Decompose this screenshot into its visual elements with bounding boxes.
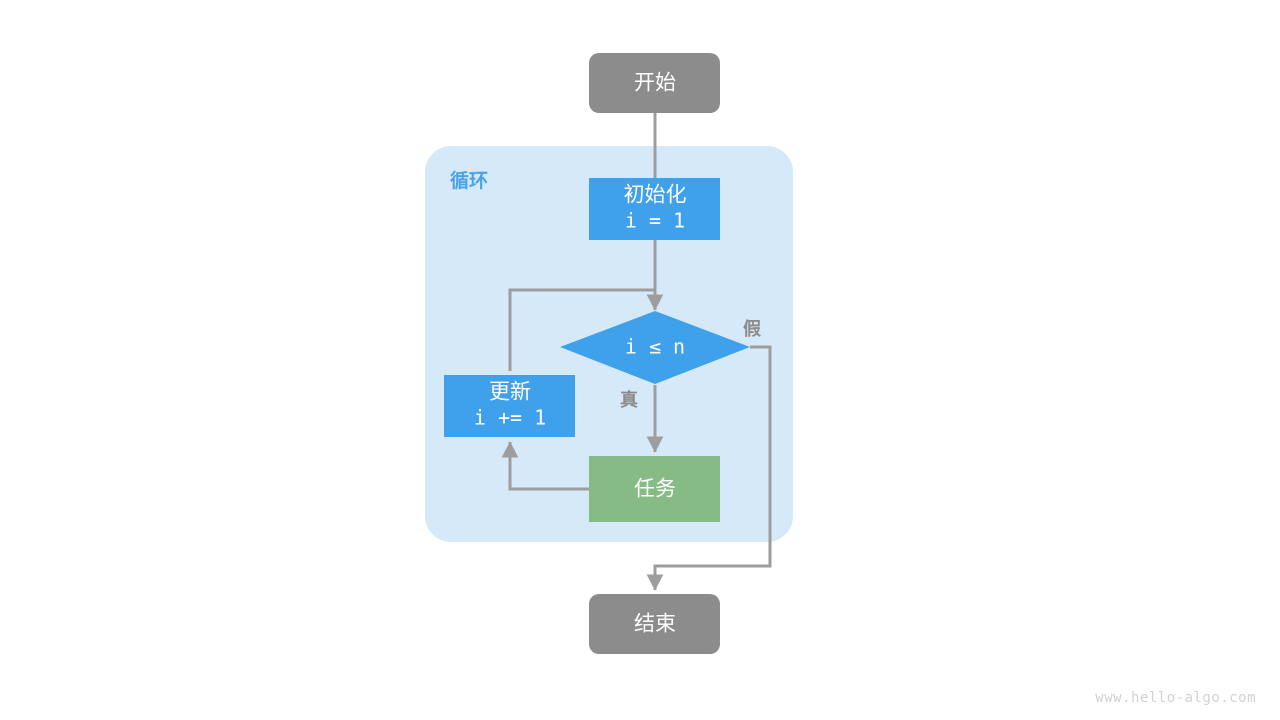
node-decision-label: i ≤ n [625, 335, 685, 359]
edge-decision-false-to-end [646, 345, 772, 591]
node-task[interactable]: 任务 [589, 456, 720, 522]
node-start-shape [589, 53, 720, 113]
loop-group-label: 循环 [450, 169, 488, 192]
node-start-label: 开始 [634, 72, 676, 95]
node-update-label: 更新 [489, 381, 531, 404]
node-end-label: 结束 [634, 613, 676, 636]
node-task-shape [589, 456, 720, 522]
node-decision-shape [560, 311, 750, 384]
node-start[interactable]: 开始 [589, 53, 720, 113]
node-init-code: i = 1 [625, 209, 685, 233]
watermark: www.hello-algo.com [1095, 690, 1256, 706]
edge-update-to-decision [508, 288, 655, 371]
node-task-label: 任务 [634, 478, 676, 501]
node-init-label: 初始化 [624, 184, 687, 207]
node-update-shape [444, 375, 575, 437]
node-init-shape [589, 178, 720, 240]
node-update[interactable]: 更新 i += 1 [444, 375, 575, 437]
node-end-shape [589, 594, 720, 654]
edge-label-false: 假 [743, 318, 762, 339]
node-end[interactable]: 结束 [589, 594, 720, 654]
node-init[interactable]: 初始化 i = 1 [589, 178, 720, 240]
node-decision[interactable]: i ≤ n [560, 311, 750, 384]
node-update-code: i += 1 [474, 406, 546, 430]
edge-label-true: 真 [620, 389, 638, 410]
edge-task-to-update [501, 441, 589, 491]
